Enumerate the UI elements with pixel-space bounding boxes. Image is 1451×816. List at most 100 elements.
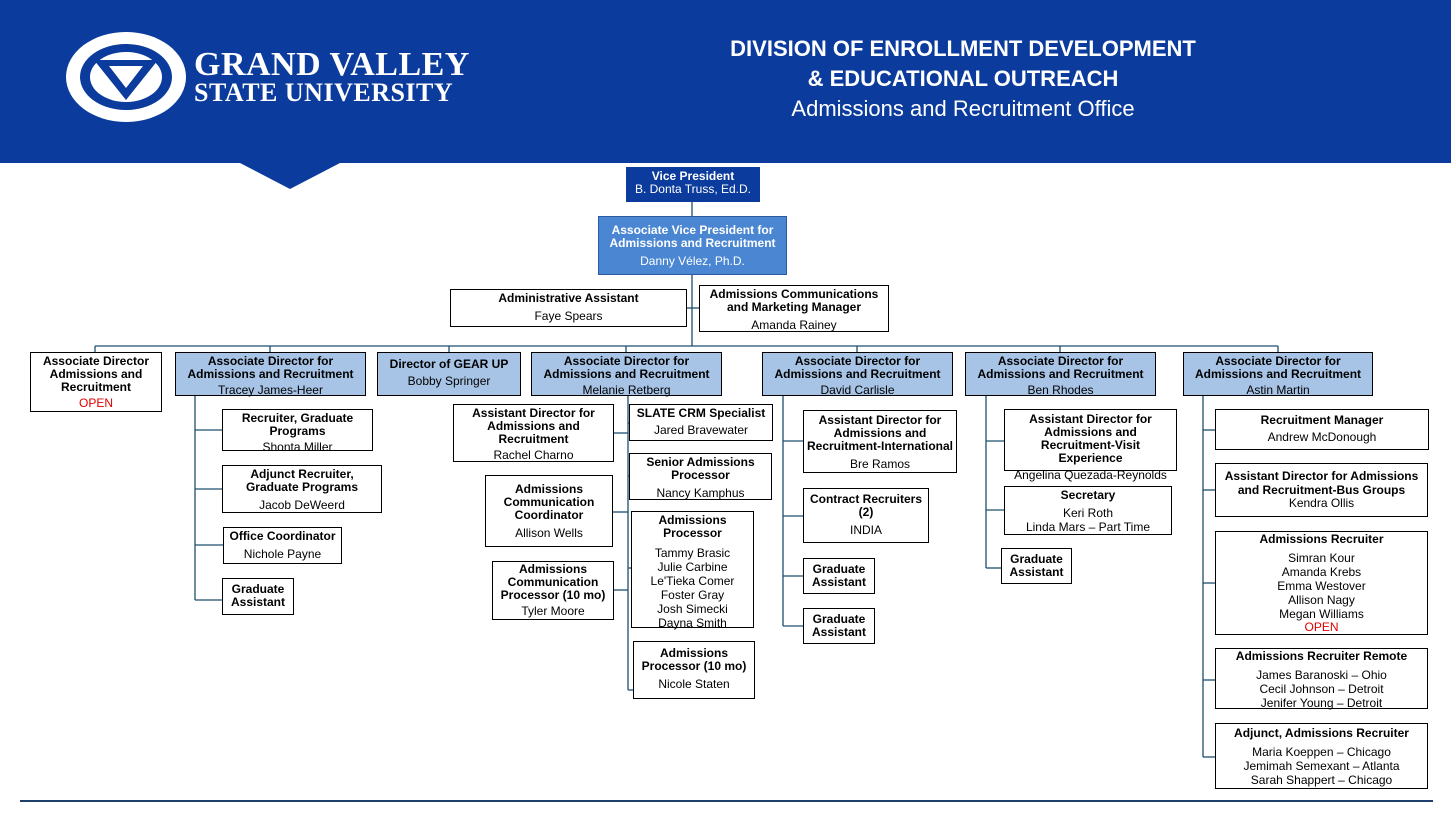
david-report-name: INDIA [849,523,882,537]
recruiter-name: Emma Westover [1277,579,1366,593]
ben-graduate-assistant-title: Graduate Assistant [1009,552,1064,579]
recruitment-manager-title: Recruitment Manager [1260,413,1384,427]
admissions-recruiter-names: Simran Kour Amanda Krebs Emma Westover A… [1219,551,1424,633]
division-title: DIVISION OF ENROLLMENT DEVELOPMENT & EDU… [680,34,1246,124]
melanie-name: Melanie Retberg [582,383,671,397]
ben-secretary-title: Secretary [1060,488,1116,502]
astin-title: Associate Director for Admissions and Re… [1194,354,1362,381]
adjunct-recruiter-box: Adjunct, Admissions Recruiter Maria Koep… [1215,723,1428,789]
tracey-report-box: Office Coordinator Nichole Payne [223,527,342,564]
melanie-box: Associate Director for Admissions and Re… [531,352,722,397]
gearup-title: Director of GEAR UP [389,357,509,371]
david-report-title: Contract Recruiters (2) [809,492,923,519]
rachel-title: Assistant Director for Admissions and Re… [472,406,595,446]
secretary-name: Linda Mars – Part Time [1025,520,1151,534]
david-graduate-assistant-title: Graduate Assistant [811,562,867,589]
ben-report-name: Angelina Quezada-Reynolds [1014,468,1167,482]
admissions-recruiter-box: Admissions Recruiter Simran Kour Amanda … [1215,531,1428,635]
recruiter-name: Amanda Krebs [1281,565,1362,579]
recruiter-remote-names: James Baranoski – Ohio Cecil Johnson – D… [1219,668,1424,710]
tracey-report-title: Office Coordinator [229,529,336,543]
astin-box: Associate Director for Admissions and Re… [1183,352,1373,397]
remote-recruiter-name: Jenifer Young – Detroit [1260,696,1383,710]
slate-box: SLATE CRM Specialist Jared Bravewater [629,404,773,441]
avp-box: Associate Vice President for Admissions … [598,216,787,275]
tracey-name: Tracey James-Heer [218,383,323,397]
david-report-box: Assistant Director for Admissions and Re… [803,410,957,473]
tracey-graduate-assistant-box: Graduate Assistant [222,578,294,615]
gearup-name: Bobby Springer [407,374,491,388]
tracey-report-box: Recruiter, Graduate Programs Shonta Mill… [222,409,373,454]
slate-title: SLATE CRM Specialist [636,406,766,420]
senior-processor-box: Senior Admissions Processor Nancy Kamphu… [629,453,772,500]
admin-assistant-name: Faye Spears [534,309,603,323]
tracey-report-title: Recruiter, Graduate Programs [241,411,354,438]
recruitment-manager-name: Andrew McDonough [1267,430,1377,444]
title-line-2: & EDUCATIONAL OUTREACH [807,66,1119,91]
vp-title: Vice President [651,169,735,183]
recruitment-manager-box: Recruitment Manager Andrew McDonough [1215,409,1429,450]
recruiter-name: Simran Kour [1288,551,1355,565]
recruiter-name: Megan Williams [1279,607,1364,621]
rachel-name: Rachel Charno [493,448,574,462]
footer-rule [20,800,1433,802]
bus-groups-name: Kendra Ollis [1288,496,1355,510]
allison-wells-box: Admissions Communication Coordinator All… [485,475,613,547]
logo-line-2: STATE UNIVERSITY [194,78,454,107]
david-box: Associate Director for Admissions and Re… [762,352,953,397]
david-report-title: Assistant Director for Admissions and Re… [807,413,954,453]
admin-assistant-title: Administrative Assistant [498,291,639,305]
allison-wells-name: Allison Wells [515,526,583,540]
header-notch [240,163,340,189]
comm-manager-name: Amanda Rainey [751,318,837,332]
recruiter-remote-box: Admissions Recruiter Remote James Barano… [1215,648,1428,710]
bus-groups-box: Assistant Director for Admissions and Re… [1215,463,1428,517]
admissions-processor-title: Admissions Processor [658,513,727,540]
allison-wells-title: Admissions Communication Coordinator [503,482,595,522]
processor-name: Foster Gray [660,588,725,602]
david-graduate-assistant-box: Graduate Assistant [803,558,875,594]
bus-groups-title: Assistant Director for Admissions and Re… [1224,469,1419,497]
david-report-name: Bre Ramos [849,457,911,471]
assoc-director-open-title: Associate Director Admissions and Recrui… [42,354,150,394]
vp-box: Vice President B. Donta Truss, Ed.D. [626,167,760,202]
tracey-title: Associate Director for Admissions and Re… [187,354,354,381]
adjunct-recruiter-names: Maria Koeppen – Chicago Jemimah Semexant… [1219,745,1424,787]
office-subtitle: Admissions and Recruitment Office [791,96,1135,121]
header-banner: GRAND VALLEY STATE UNIVERSITY DIVISION O… [0,0,1451,163]
processor-10mo-title: Admissions Processor (10 mo) [641,646,747,673]
adjunct-recruiter-name: Maria Koeppen – Chicago [1252,745,1391,759]
tyler-name: Tyler Moore [521,604,585,618]
recruiter-name: Allison Nagy [1288,593,1355,607]
senior-processor-name: Nancy Kamphus [656,486,745,500]
tracey-report-name: Jacob DeWeerd [259,498,345,512]
tyler-title: Admissions Communication Processor (10 m… [500,562,606,602]
remote-recruiter-name: James Baranoski – Ohio [1256,668,1387,682]
ben-graduate-assistant-box: Graduate Assistant [1001,548,1072,584]
ben-secretary-box: Secretary Keri Roth Linda Mars – Part Ti… [1004,486,1172,535]
comm-manager-title: Admissions Communications and Marketing … [709,287,879,314]
processor-10mo-name: Nicole Staten [658,677,730,691]
gearup-box: Director of GEAR UP Bobby Springer [377,352,521,396]
avp-name: Danny Vélez, Ph.D. [640,254,745,268]
tracey-report-name: Shonta Miller [262,440,333,454]
tracey-report-box: Adjunct Recruiter, Graduate Programs Jac… [222,465,382,513]
ben-box: Associate Director for Admissions and Re… [965,352,1156,397]
admissions-processor-names: Tammy Brasic Julie Carbine Le'Tieka Come… [635,546,750,630]
ben-secretary-names: Keri Roth Linda Mars – Part Time [1008,506,1168,534]
processor-name: Josh Simecki [657,602,728,616]
admin-assistant-box: Administrative Assistant Faye Spears [450,289,687,327]
rachel-box: Assistant Director for Admissions and Re… [453,404,614,462]
tracey-report-title: Adjunct Recruiter, Graduate Programs [245,467,359,494]
ben-title: Associate Director for Admissions and Re… [977,354,1144,381]
melanie-title: Associate Director for Admissions and Re… [543,354,710,381]
tyler-box: Admissions Communication Processor (10 m… [492,561,614,620]
gvsu-logo: GRAND VALLEY STATE UNIVERSITY [64,30,504,125]
processor-name: Julie Carbine [657,560,728,574]
remote-recruiter-name: Cecil Johnson – Detroit [1259,682,1384,696]
avp-title: Associate Vice President for Admissions … [609,223,776,250]
tracey-box: Associate Director for Admissions and Re… [175,352,366,397]
title-line-1: DIVISION OF ENROLLMENT DEVELOPMENT [730,36,1196,61]
david-name: David Carlisle [820,383,895,397]
